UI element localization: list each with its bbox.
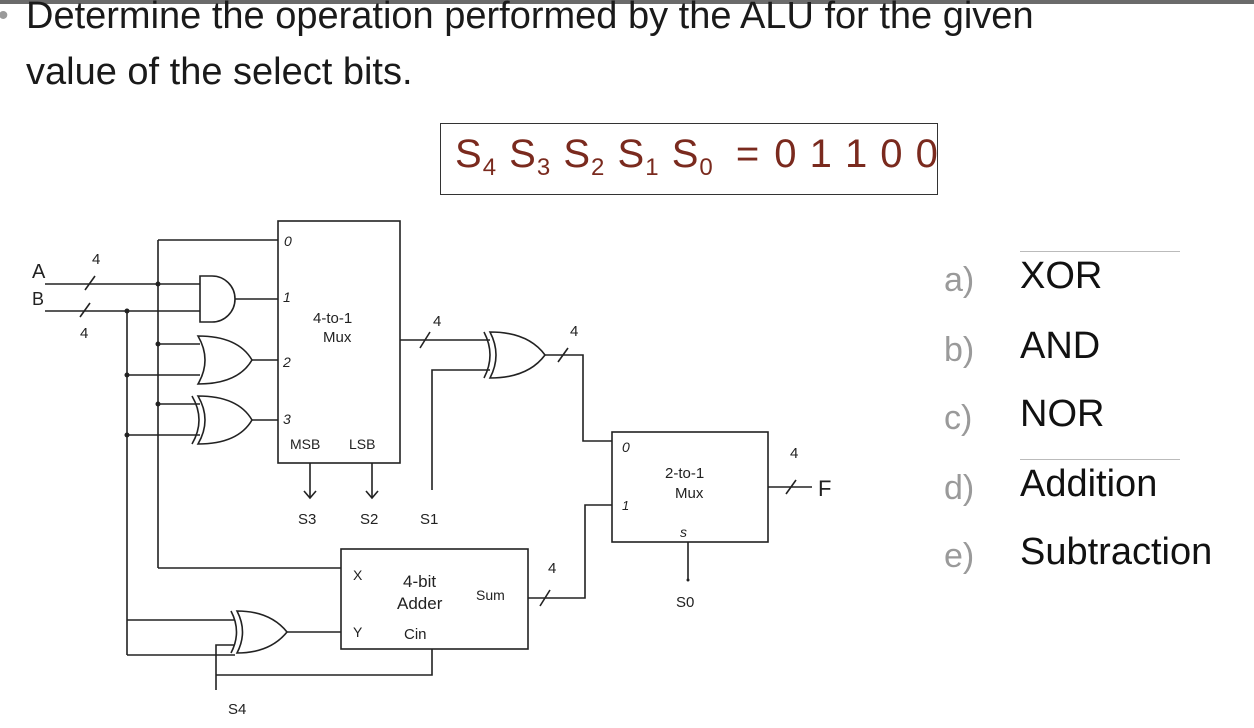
mux4-title-1: 4-to-1 [313, 310, 352, 327]
input-a-label: A [32, 261, 46, 283]
s3-subscript: 3 [536, 154, 552, 181]
s2-subscript: 2 [591, 154, 606, 181]
mux4-in0: 0 [284, 233, 292, 249]
option-label: XOR [1020, 255, 1103, 297]
bus-width-a: 4 [92, 251, 100, 268]
adder-out-width: 4 [548, 560, 556, 577]
mux4-in3: 3 [283, 411, 291, 427]
s1-symbol: S [617, 132, 646, 176]
s4-subscript: 4 [482, 154, 498, 181]
option-letter: c) [944, 399, 973, 437]
mux4-msb: MSB [290, 436, 320, 452]
adder-box [340, 548, 529, 650]
option-d[interactable]: d) Addition [944, 459, 1254, 523]
question-line-1: Determine the operation performed by the… [26, 0, 1034, 37]
mux2-sel: s [680, 524, 687, 540]
mux2-title-2: Mux [675, 485, 704, 502]
mux4-in1: 1 [283, 289, 291, 305]
or-gate [196, 335, 253, 385]
xor-out-width: 4 [570, 323, 578, 340]
bus-width-b: 4 [80, 325, 88, 342]
option-letter: d) [944, 469, 975, 507]
option-rule [1020, 251, 1180, 252]
signal-s4-label: S4 [228, 701, 246, 718]
signal-s1-label: S1 [420, 511, 438, 528]
select-bits-box: S4 S3 S2 S1 S0 =0 1 1 0 0 [440, 123, 938, 195]
signal-s2-label: S2 [360, 511, 378, 528]
option-b[interactable]: b) AND [944, 325, 1254, 385]
adder-sum-label: Sum [476, 587, 505, 603]
option-label: NOR [1020, 393, 1105, 435]
input-b-label: B [32, 289, 44, 309]
equals-sign: = [735, 132, 761, 176]
xor-gate [196, 395, 253, 445]
adder-y-label: Y [353, 624, 363, 640]
xor-gate-output [488, 331, 546, 379]
option-a[interactable]: a) XOR [944, 251, 1254, 315]
s2-symbol: S [563, 132, 592, 176]
top-border [0, 0, 1254, 4]
bullet-icon: • [0, 0, 9, 44]
option-rule [1020, 459, 1180, 460]
mux-4to1-box [277, 220, 401, 464]
s0-symbol: S [671, 132, 700, 176]
output-width: 4 [790, 445, 798, 462]
s3-symbol: S [509, 132, 537, 176]
input-buses [45, 239, 278, 655]
adder-x-label: X [353, 567, 363, 583]
option-label: AND [1020, 325, 1101, 367]
s1-subscript: 1 [645, 154, 660, 181]
mux2-title-1: 2-to-1 [665, 465, 704, 482]
select-bits-value: 0 1 1 0 0 [774, 132, 939, 176]
adder-title-2: Adder [397, 594, 443, 613]
option-label: Addition [1020, 463, 1158, 505]
signal-s0-label: S0 [676, 594, 694, 611]
option-e[interactable]: e) Subtraction [944, 531, 1254, 591]
s4-symbol: S [455, 132, 483, 176]
output-f-label: F [818, 476, 831, 501]
question-line-2: value of the select bits. [26, 51, 413, 93]
option-c[interactable]: c) NOR [944, 393, 1254, 453]
option-letter: e) [944, 537, 975, 575]
mux4-title-2: Mux [323, 329, 352, 346]
select-bits-expression: S4 S3 S2 S1 S0 =0 1 1 0 0 [455, 132, 939, 182]
option-letter: b) [944, 331, 975, 369]
adder-title-1: 4-bit [403, 572, 436, 591]
mux2-in1: 1 [622, 498, 629, 513]
mux2-in0: 0 [622, 439, 630, 455]
option-label: Subtraction [1020, 531, 1213, 573]
mux4-lsb: LSB [349, 436, 375, 452]
mux4-out-width: 4 [433, 313, 441, 330]
signal-s3-label: S3 [298, 511, 316, 528]
option-letter: a) [944, 261, 975, 299]
adder-cin-label: Cin [404, 626, 427, 643]
s0-subscript: 0 [699, 154, 714, 181]
and-gate [199, 275, 236, 323]
mux4-in2: 2 [282, 354, 291, 370]
xor-gate-subtract [235, 610, 289, 654]
